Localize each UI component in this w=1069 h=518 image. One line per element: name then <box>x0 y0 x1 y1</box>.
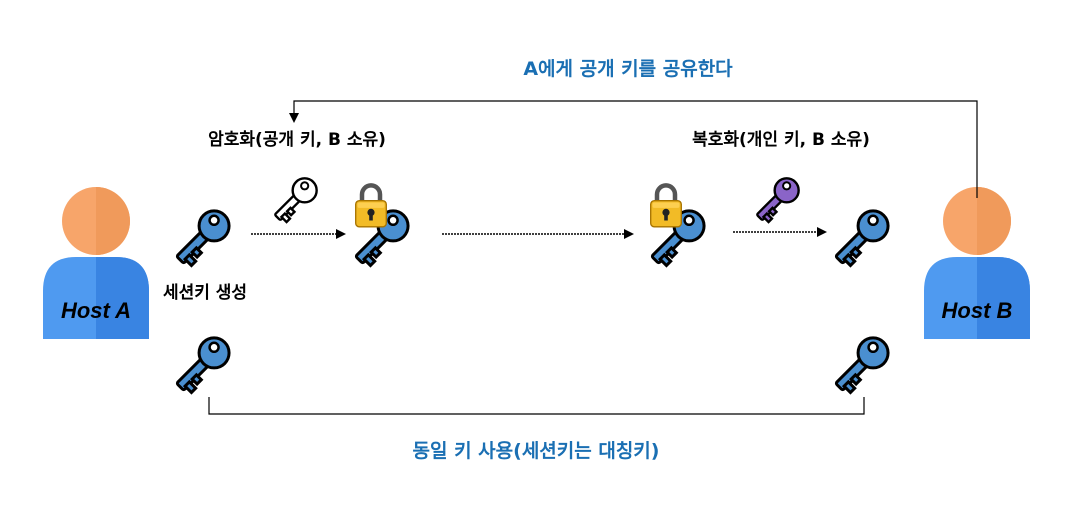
session-key-icon <box>168 203 237 272</box>
padlock-icon <box>356 185 387 226</box>
host-a-label: Host A <box>61 298 131 323</box>
host-b-label: Host B <box>942 298 1013 323</box>
session-key-a-icon <box>168 330 237 399</box>
same-key-bracket <box>208 397 865 415</box>
session-key-gen-label: 세션키 생성 <box>163 283 247 303</box>
share-public-key-label: A에게 공개 키를 공유한다 <box>523 58 733 80</box>
share-key-connector <box>289 100 978 198</box>
decrypted-session-key-icon <box>827 203 896 272</box>
private-key-icon <box>749 172 805 228</box>
decrypt-label: 복호화(개인 키, B 소유) <box>692 130 870 150</box>
public-key-icon <box>267 172 323 228</box>
padlock-icon <box>651 185 682 226</box>
session-key-b-icon <box>827 330 896 399</box>
encrypt-label: 암호화(공개 키, B 소유) <box>208 130 386 150</box>
same-key-use-label: 동일 키 사용(세션키는 대칭키) <box>413 440 660 462</box>
